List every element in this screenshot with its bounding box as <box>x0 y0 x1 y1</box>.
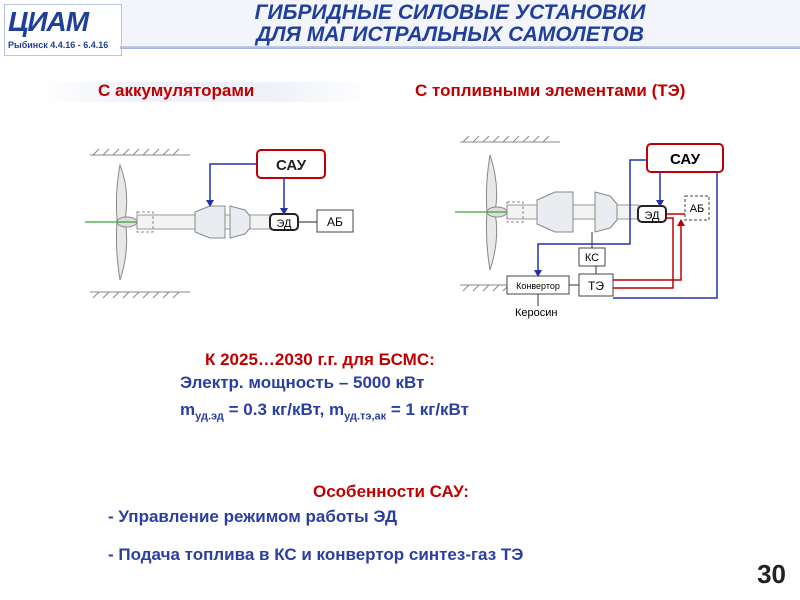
left-section-title: С аккумуляторами <box>98 81 255 100</box>
mass-end: = 1 кг/кВт <box>386 400 469 419</box>
logo-text: ЦИАМ <box>8 6 89 37</box>
arrow-to-ed <box>280 208 288 215</box>
page-number: 30 <box>757 559 786 589</box>
ks-label: КС <box>585 252 599 264</box>
gearbox <box>136 211 154 233</box>
ed-label: ЭД <box>277 218 293 230</box>
converter-label: Конвертор <box>516 281 560 291</box>
page-title: ГИБРИДНЫЕ СИЛОВЫЕ УСТАНОВКИ ДЛЯ МАГИСТРА… <box>150 2 750 46</box>
arrow-to-converter <box>534 270 542 277</box>
sau-label-right: САУ <box>670 151 701 168</box>
arrow-to-ed-right <box>656 200 664 207</box>
logo-subtitle: Рыбинск 4.4.16 - 6.4.16 <box>8 40 109 50</box>
header-divider <box>120 46 800 49</box>
ab-label: АБ <box>327 215 343 229</box>
feature-item-2: - Подача топлива в КС и конвертор синтез… <box>108 545 524 564</box>
ab-label-right: АБ <box>690 203 705 215</box>
te-label: ТЭ <box>588 279 604 293</box>
ed-label-right: ЭД <box>645 210 661 222</box>
features-heading: Особенности САУ: <box>313 482 469 501</box>
right-section-title: С топливными элементами (ТЭ) <box>415 81 686 100</box>
turbine <box>229 205 251 239</box>
mass-subscript-1: уд.эд <box>195 410 224 423</box>
te-power-line <box>613 220 682 281</box>
sau-block-right <box>646 143 724 173</box>
mass-mid: = 0.3 кг/кВт, m <box>223 400 345 419</box>
info-mass: mуд.эд = 0.3 кг/кВт, mуд.тэ,ак = 1 кг/кВ… <box>180 400 469 422</box>
top-hatch-right <box>460 135 560 143</box>
arrow-power-ab <box>677 219 685 226</box>
compressor-right <box>536 191 574 233</box>
sau-label: САУ <box>276 157 307 174</box>
battery-hybrid-diagram: ЭД АБ САУ <box>85 148 354 299</box>
te-ed-power-line <box>613 217 674 289</box>
sau-to-engine-line <box>209 163 257 206</box>
sau-to-te-line <box>613 172 718 299</box>
bottom-hatch <box>90 291 190 299</box>
left-title-background <box>40 82 370 102</box>
gearbox-right <box>506 201 524 223</box>
title-line-1: ГИБРИДНЫЕ СИЛОВЫЕ УСТАНОВКИ <box>254 1 646 24</box>
title-line-2: ДЛЯ МАГИСТРАЛЬНЫХ САМОЛЕТОВ <box>256 23 644 46</box>
info-power: Электр. мощность – 5000 кВт <box>180 373 425 392</box>
ab-block-right <box>684 195 710 221</box>
ab-block <box>316 209 354 233</box>
kerosene-label: Керосин <box>515 307 557 319</box>
mass-symbol-1: m <box>180 400 196 419</box>
header-background <box>120 0 800 46</box>
sau-to-converter-line <box>537 159 647 276</box>
feature-item-1: - Управление режимом работы ЭД <box>108 507 398 526</box>
info-heading: К 2025…2030 г.г. для БСМС: <box>205 350 435 369</box>
mass-subscript-2: уд.тэ,ак <box>344 410 387 423</box>
arrow-to-engine <box>206 200 214 207</box>
compressor <box>194 205 226 239</box>
turbine-right <box>594 191 618 233</box>
logo <box>4 4 122 56</box>
fuel-cell-hybrid-diagram: ЭД АБ САУ КС ТЭ Конвертор Керосин <box>455 135 724 319</box>
top-hatch <box>90 148 190 156</box>
